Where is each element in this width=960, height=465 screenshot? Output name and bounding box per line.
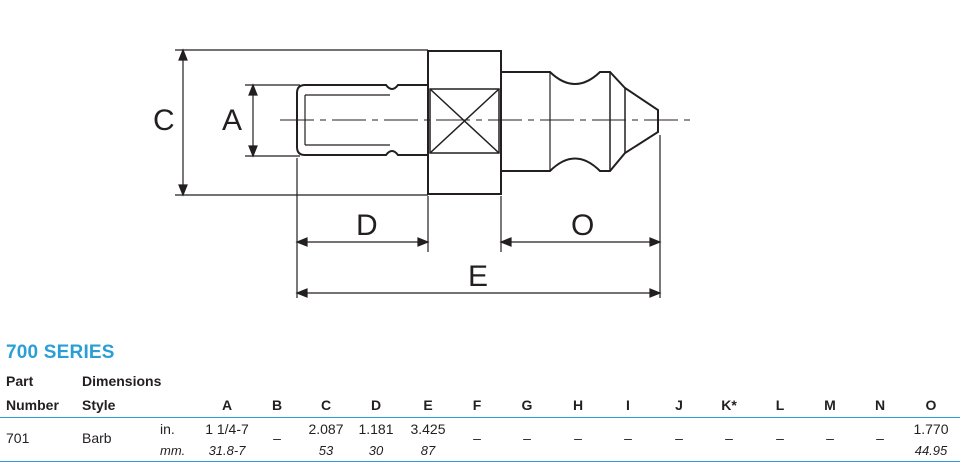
mm-value-e: 87 (420, 443, 436, 458)
fitting-dimension-drawing: C A D O E (153, 48, 695, 298)
in-value-b: – (273, 430, 281, 446)
in-value-a: 1 1/4-7 (205, 421, 249, 437)
style-value: Barb (82, 430, 112, 446)
dim-label-o: O (571, 209, 594, 242)
column-header-kstar: K* (721, 397, 737, 413)
column-header-j: J (675, 397, 683, 413)
in-value-n: – (876, 430, 884, 446)
in-value-h: – (574, 430, 582, 446)
mm-value-c: 53 (318, 443, 334, 458)
mm-value-a: 31.8-7 (208, 443, 246, 458)
mm-value-o: 44.95 (914, 443, 948, 458)
column-header-l: L (775, 397, 785, 413)
in-value-o: 1.770 (913, 421, 949, 437)
column-header-m: M (824, 397, 836, 413)
part-number: 701 (6, 430, 30, 446)
column-header-n: N (874, 397, 886, 413)
column-header-b: B (271, 397, 283, 413)
in-value-d: 1.181 (358, 421, 394, 437)
column-header-d: D (370, 397, 382, 413)
in-value-g: – (523, 430, 531, 446)
in-value-kstar: – (725, 430, 733, 446)
dim-label-e: E (468, 260, 488, 293)
barb-end (500, 71, 659, 172)
header-dimensions: Dimensions (82, 373, 162, 389)
column-header-f: F (472, 397, 482, 413)
unit-mm: mm. (160, 443, 186, 458)
header-rule (0, 417, 960, 418)
column-header-i: I (626, 397, 630, 413)
in-value-l: – (776, 430, 784, 446)
dim-label-d: D (356, 209, 378, 242)
mm-value-d: 30 (368, 443, 384, 458)
in-value-e: 3.425 (410, 421, 446, 437)
column-header-e: E (423, 397, 433, 413)
column-header-a: A (221, 397, 233, 413)
column-header-o: O (925, 397, 937, 413)
in-value-j: – (675, 430, 683, 446)
column-header-c: C (320, 397, 332, 413)
header-number: Number (6, 397, 59, 413)
unit-in: in. (160, 421, 175, 437)
in-value-f: – (473, 430, 481, 446)
dim-label-a: A (222, 104, 242, 137)
column-header-g: G (521, 397, 533, 413)
bottom-rule (0, 461, 960, 462)
column-header-h: H (572, 397, 584, 413)
in-value-c: 2.087 (308, 421, 344, 437)
header-part: Part (6, 373, 34, 389)
series-title: 700 SERIES (6, 342, 115, 363)
header-style: Style (82, 397, 116, 413)
in-value-i: – (624, 430, 632, 446)
dim-label-c: C (153, 104, 175, 137)
hex-body (427, 50, 502, 195)
in-value-m: – (826, 430, 834, 446)
